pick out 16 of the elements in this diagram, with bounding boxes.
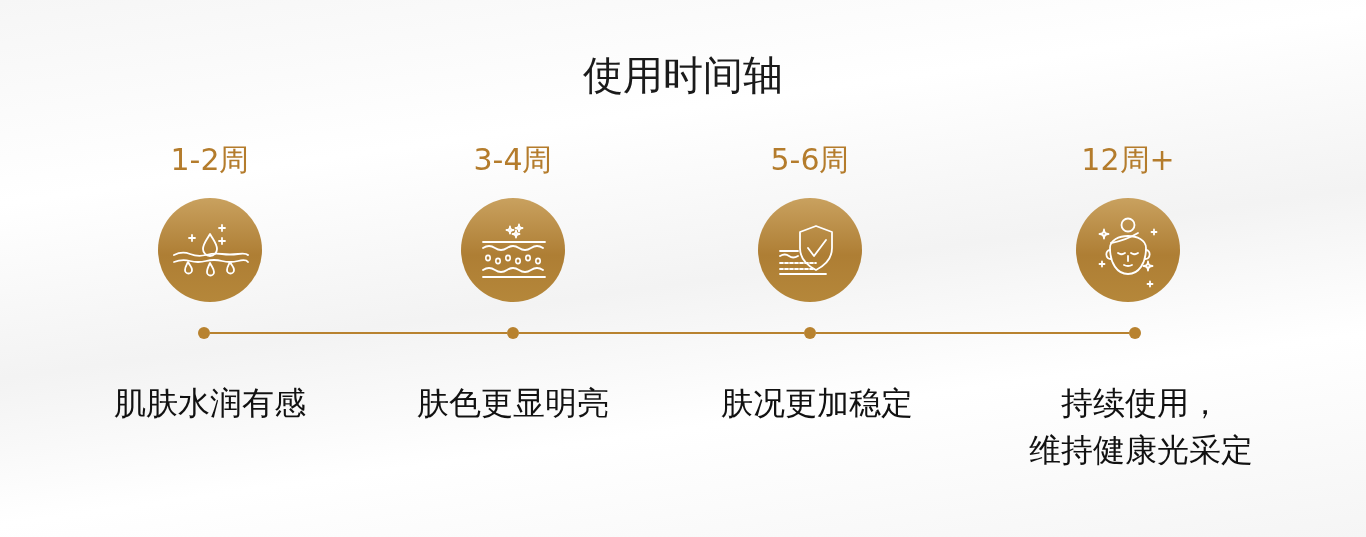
timeline-dot [507,327,519,339]
timeline-line [815,332,1130,334]
timeline-dot [804,327,816,339]
stage-description: 肌肤水润有感 [114,383,306,424]
title: 使用时间轴 [583,51,783,100]
stage-description: 持续使用，维持健康光采定 [1028,383,1254,471]
period-label: 5-6周 [770,141,850,179]
period-label: 3-4周 [473,141,553,179]
period-label: 12周+ [1081,141,1175,179]
timeline-line [209,332,508,334]
timeline-line [518,332,805,334]
stage-description: 肤色更显明亮 [417,383,609,424]
period-label: 1-2周 [170,141,250,179]
stage-description: 肤况更加稳定 [721,383,913,424]
timeline-dot [198,327,210,339]
timeline-dot [1129,327,1141,339]
